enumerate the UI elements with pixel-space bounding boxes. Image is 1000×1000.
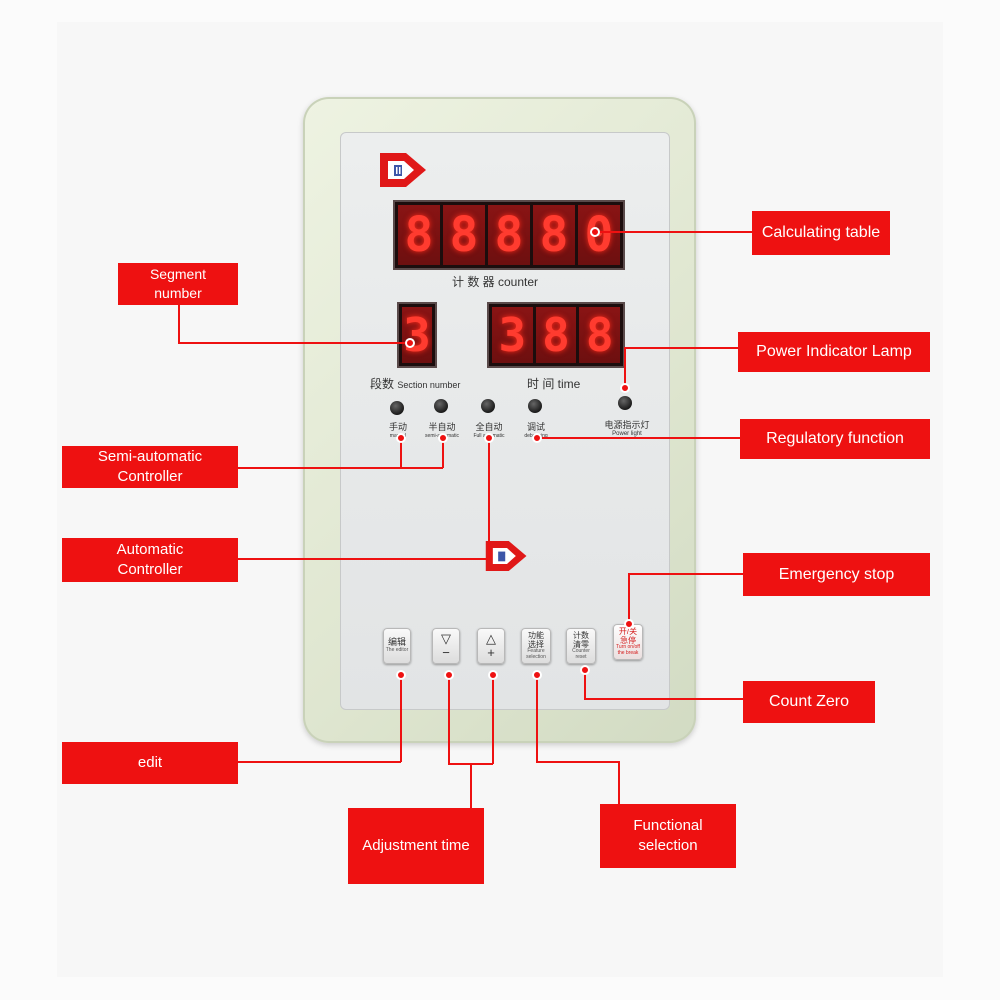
segment-label-en: Section number: [397, 380, 461, 390]
leader-dot: [488, 670, 498, 680]
leader-line: [442, 437, 444, 468]
feature-key-en: Feature selection: [526, 648, 546, 660]
emergency-stop-key[interactable]: 开/关 急停 Turn on/off the break: [613, 624, 643, 660]
edit-key[interactable]: 编辑 The editor: [383, 628, 411, 664]
leader-dot: [624, 619, 634, 629]
counter-digit: 8: [443, 205, 485, 265]
counter-digit: 8: [533, 205, 575, 265]
leader-line: [492, 674, 494, 764]
time-digit: 8: [579, 307, 621, 363]
leader-line: [628, 573, 630, 623]
semi-auto-mode-lamp: [434, 399, 448, 413]
time-label: 时 间 time: [527, 377, 581, 391]
leader-line: [538, 437, 742, 439]
edit-key-en: The editor: [385, 647, 409, 654]
time-display: 3 8 8: [487, 302, 625, 368]
reset-key-en: Counter reset: [572, 648, 590, 660]
leader-line: [536, 674, 538, 762]
leader-dot: [484, 433, 494, 443]
leader-line: [628, 573, 744, 575]
power-indicator-lamp: [618, 396, 632, 410]
down-triangle-icon: ▽: [441, 630, 451, 646]
callout-edit: edit: [62, 742, 238, 784]
leader-line: [238, 761, 401, 763]
brand-logo-mid-icon: [485, 540, 527, 572]
leader-dot: [532, 433, 542, 443]
leader-line: [624, 347, 740, 349]
leader-line: [584, 698, 744, 700]
leader-line: [178, 342, 410, 344]
callout-semi-automatic-controller: Semi-automatic Controller: [62, 446, 238, 488]
mode-label-cn: 调试: [526, 422, 545, 432]
stop-key-en: Turn on/off the break: [616, 644, 640, 656]
time-digit: 8: [535, 307, 577, 363]
counter-reset-key[interactable]: 计数 清零 Counter reset: [566, 628, 596, 664]
callout-calculating-table: Calculating table: [752, 211, 890, 255]
callout-functional-selection: Functional selection: [600, 804, 736, 868]
counter-digit: 8: [488, 205, 530, 265]
full-auto-mode-lamp: [481, 399, 495, 413]
segment-label-cn: 段数: [370, 377, 395, 391]
counter-label: 计 数 器 counter: [452, 275, 539, 289]
increase-key[interactable]: △ +: [477, 628, 505, 664]
reset-key-cn: 计数 清零: [573, 630, 589, 649]
leader-dot: [396, 433, 406, 443]
edit-key-cn: 编辑: [387, 637, 406, 648]
callout-segment-number: Segment number: [118, 263, 238, 305]
leader-line: [400, 674, 402, 762]
segment-digit: 3: [402, 307, 432, 363]
segment-display: 3: [397, 302, 437, 368]
counter-digit: 8: [398, 205, 440, 265]
callout-emergency-stop: Emergency stop: [743, 553, 930, 596]
segment-label: 段数 Section number: [370, 375, 460, 392]
leader-dot: [444, 670, 454, 680]
leader-line: [488, 437, 490, 559]
leader-dot: [438, 433, 448, 443]
leader-line: [448, 674, 450, 764]
minus-sign: −: [442, 645, 450, 660]
mode-label-cn: 手动: [388, 422, 407, 432]
brand-logo-icon: [380, 153, 426, 187]
leader-dot: [590, 227, 600, 237]
leader-dot: [396, 670, 406, 680]
manual-mode-lamp: [390, 401, 404, 415]
power-light-label: 电源指示灯 Power light: [596, 418, 658, 437]
leader-dot: [580, 665, 590, 675]
decrease-key[interactable]: ▽ −: [432, 628, 460, 664]
power-light-cn: 电源指示灯: [604, 420, 650, 430]
stop-key-cn: 开/关 急停: [618, 626, 638, 645]
leader-line: [584, 669, 586, 699]
callout-power-indicator-lamp: Power Indicator Lamp: [738, 332, 930, 372]
leader-dot: [620, 383, 630, 393]
leader-line: [470, 763, 472, 809]
leader-line: [618, 761, 620, 805]
leader-line: [400, 437, 402, 468]
mode-label-cn: 半自动: [428, 422, 456, 432]
leader-line: [536, 761, 619, 763]
leader-dot: [532, 670, 542, 680]
callout-regulatory-function: Regulatory function: [740, 419, 930, 459]
leader-line: [178, 303, 180, 343]
plus-sign: +: [487, 645, 495, 660]
leader-line: [238, 467, 443, 469]
callout-count-zero: Count Zero: [743, 681, 875, 723]
feature-key-cn: 功能 选择: [528, 630, 544, 649]
time-digit: 3: [492, 307, 533, 363]
feature-selection-key[interactable]: 功能 选择 Feature selection: [521, 628, 551, 664]
up-triangle-icon: △: [486, 630, 496, 646]
leader-line: [596, 231, 754, 233]
callout-automatic-controller: Automatic Controller: [62, 538, 238, 582]
debug-mode-lamp: [528, 399, 542, 413]
mode-label-cn: 全自动: [475, 422, 503, 432]
leader-line: [238, 558, 489, 560]
leader-dot: [405, 338, 415, 348]
power-light-en: Power light: [612, 431, 642, 437]
callout-adjustment-time: Adjustment time: [348, 808, 484, 884]
leader-line: [624, 347, 626, 387]
